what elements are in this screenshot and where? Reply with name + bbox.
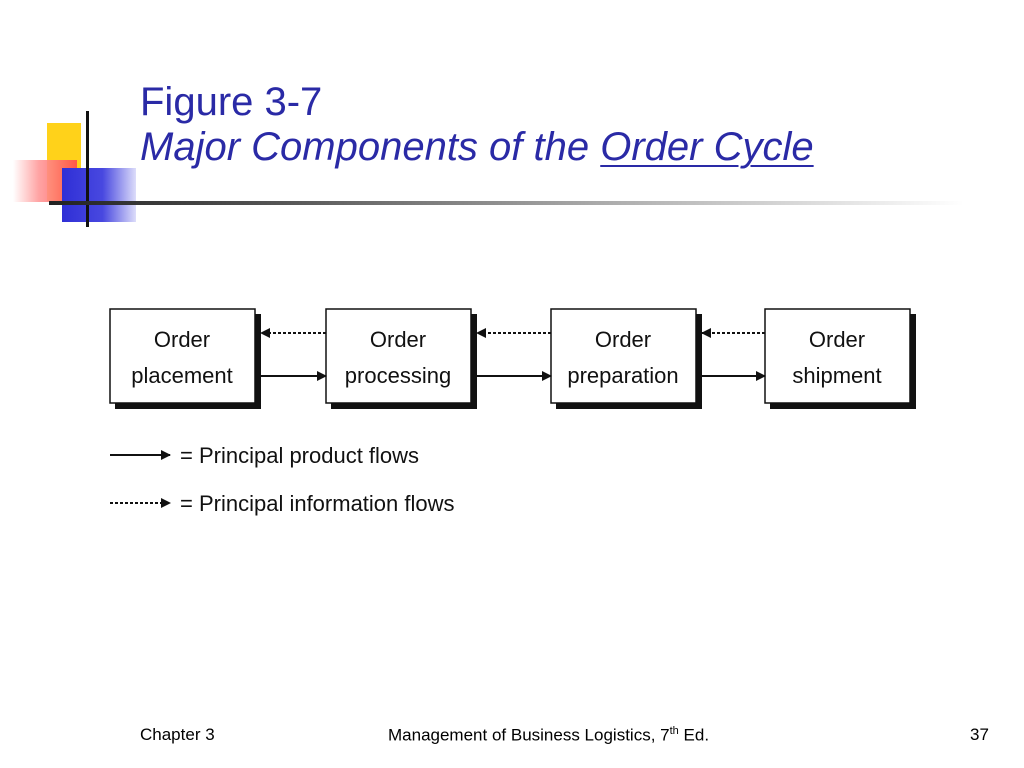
title-underline-rule [49,201,964,205]
decor-vertical-line [86,111,89,227]
node-line1: Order [154,327,210,352]
footer-book-title: Management of Business Logistics, 7th Ed… [388,725,709,746]
footer-book-suffix: Ed. [678,725,710,745]
node-line2: placement [131,363,233,388]
footer-chapter: Chapter 3 [140,725,215,744]
legend-product-label: = Principal product flows [180,443,419,468]
figure-subtitle: Major Components of the Order Cycle [140,124,814,170]
legend-information-label: = Principal information flows [180,491,455,516]
slide-title: Figure 3-7 Major Components of the Order… [140,80,814,170]
node-line1: Order [595,327,651,352]
node-line2: preparation [567,363,678,388]
node-line1: Order [370,327,426,352]
decor-blue-square [62,168,136,222]
footer-book-sup: th [669,725,679,737]
node-order-processing: Order processing [325,308,477,409]
node-line2: processing [345,363,451,388]
node-order-shipment: Order shipment [764,308,916,409]
footer-book-title-text: Management of Business Logistics, 7 [388,725,670,745]
node-line1: Order [809,327,865,352]
node-order-preparation: Order preparation [550,308,702,409]
order-cycle-link[interactable]: Order Cycle [600,125,814,169]
node-line2: shipment [792,363,881,388]
node-order-placement: Order placement [109,308,261,409]
footer-page-number: 37 [970,725,989,744]
subtitle-prefix: Major Components of the [140,125,590,169]
figure-label: Figure 3-7 [140,80,323,124]
legend: = Principal product flows = Principal in… [110,443,455,516]
